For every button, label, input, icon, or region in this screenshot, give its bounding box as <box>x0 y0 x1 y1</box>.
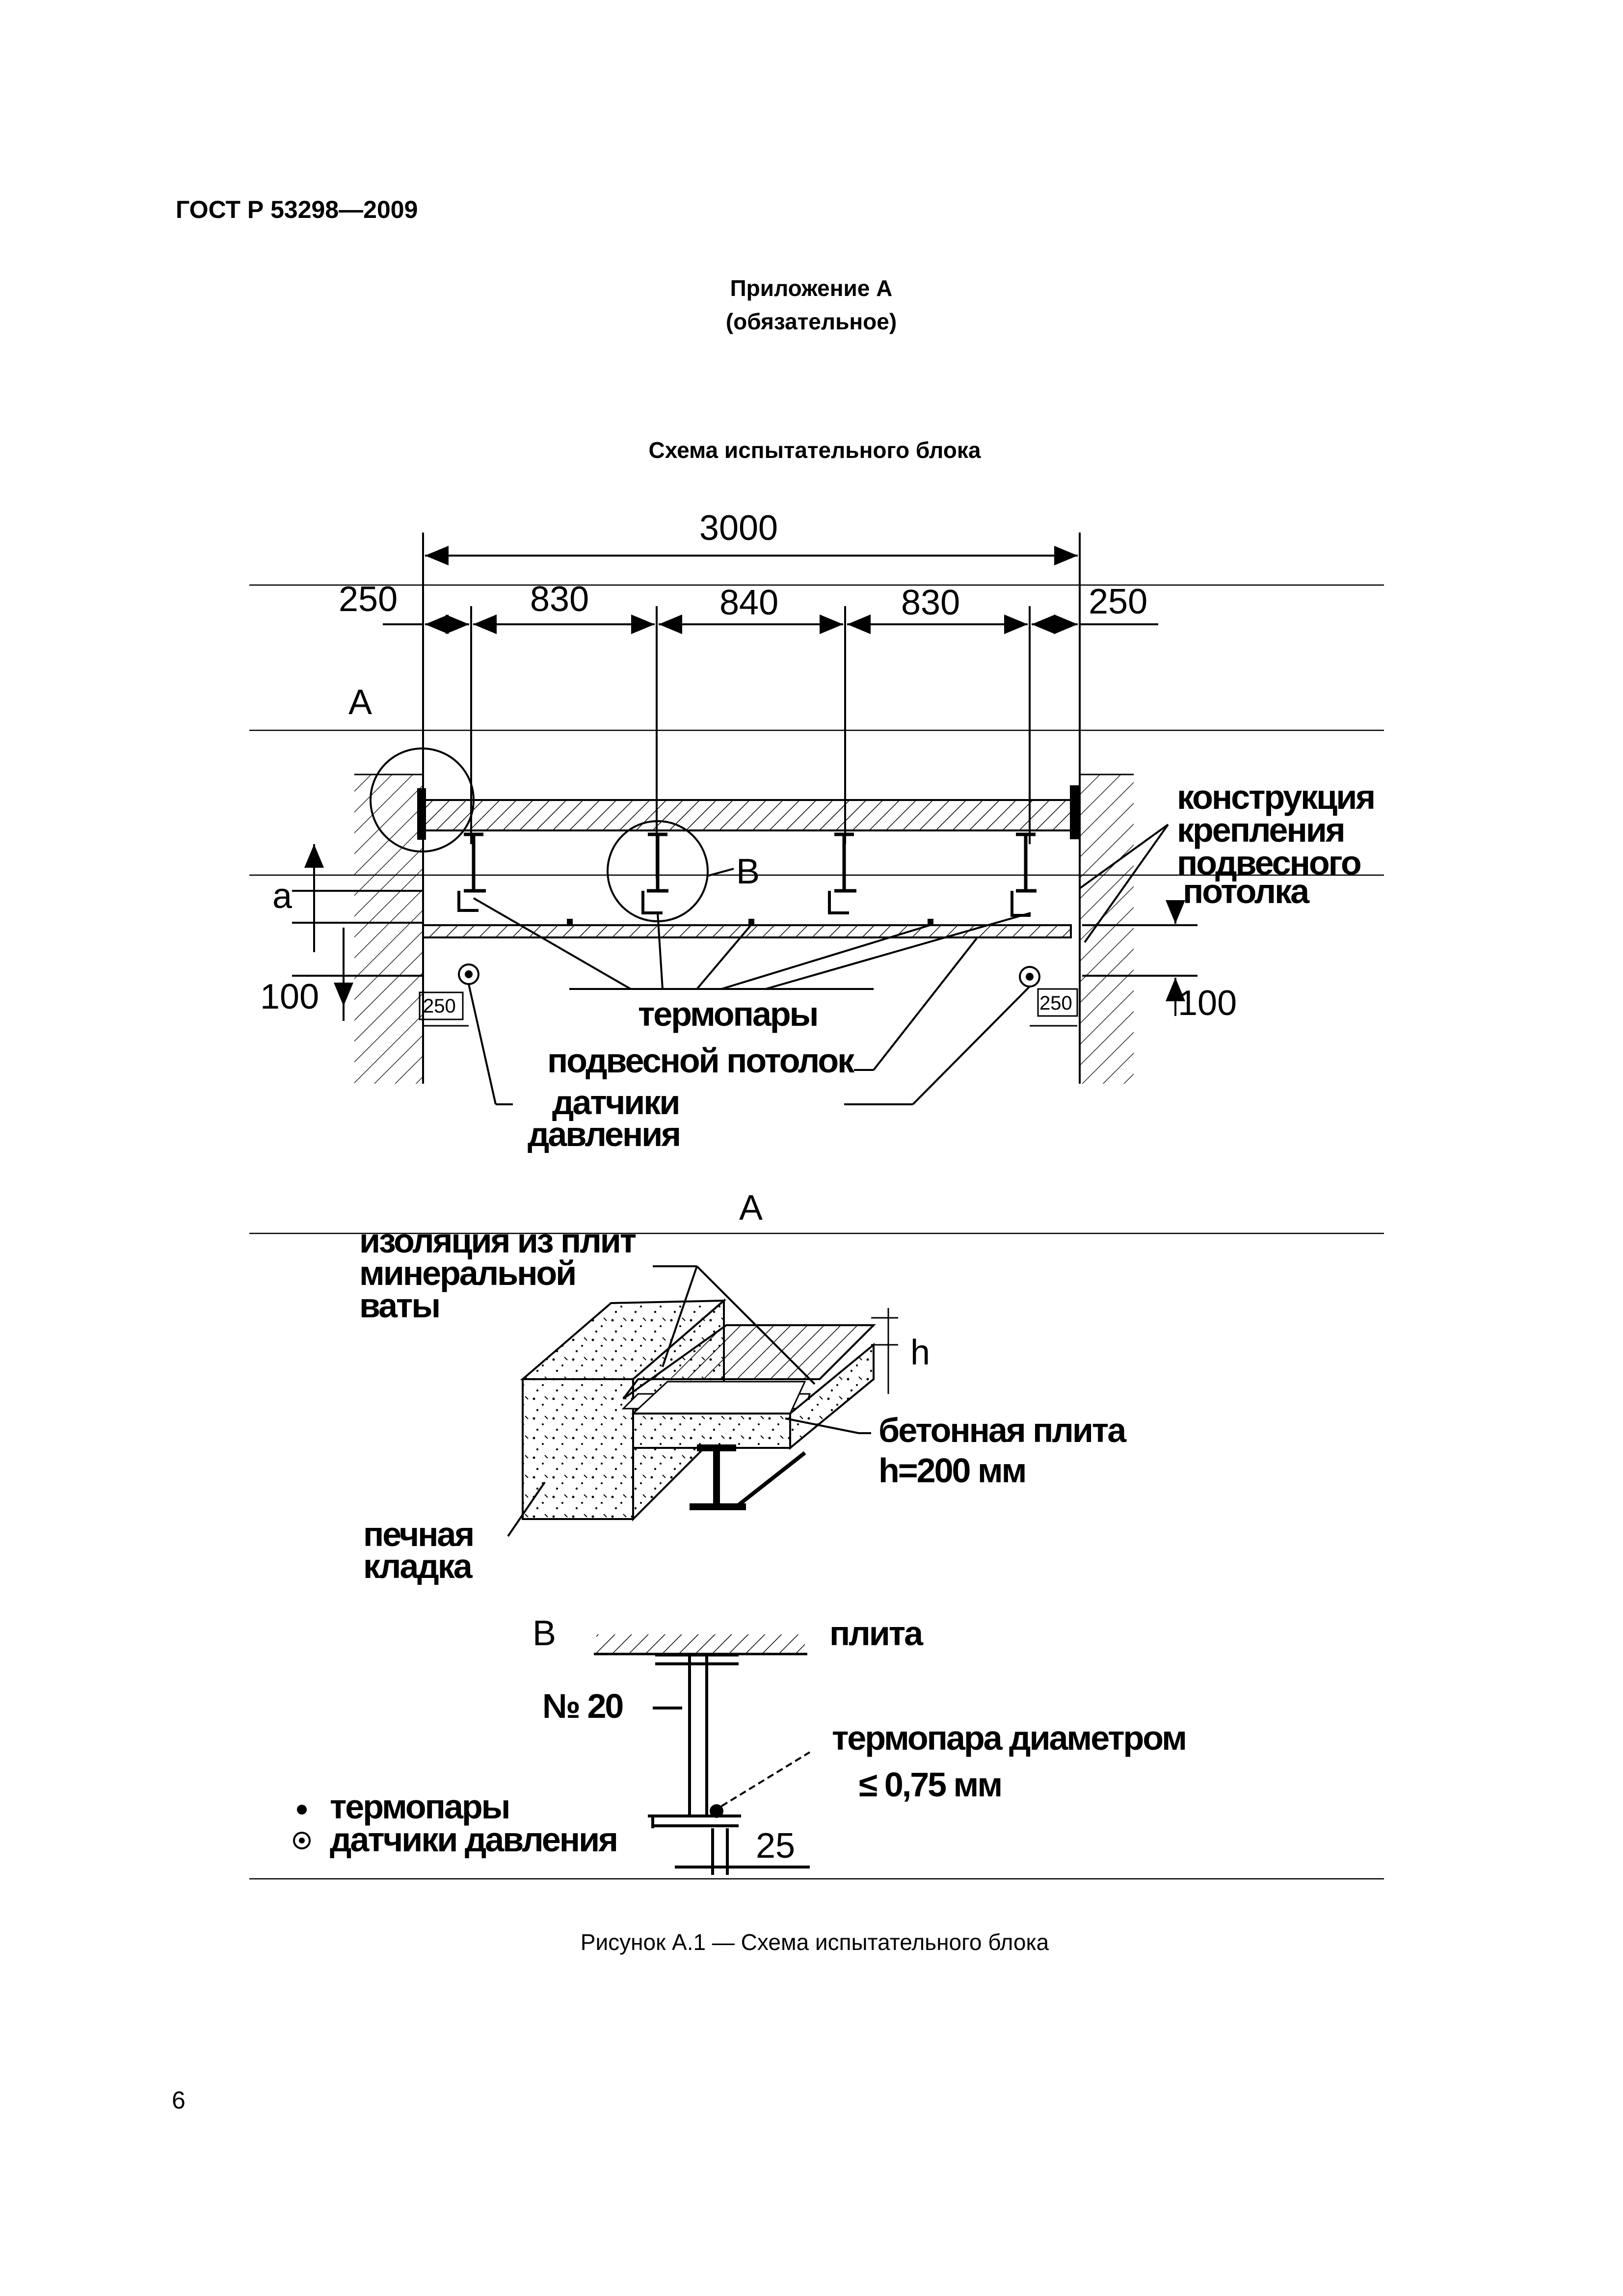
construction-label-4: потолка <box>1183 872 1310 910</box>
wall-left <box>354 774 424 1084</box>
section-rules <box>249 584 1384 1880</box>
thermocouple-diameter-label-1: термопара диаметром <box>832 1719 1186 1757</box>
dim-840: 840 <box>719 583 778 622</box>
thermocouple-diameter-label-2: ≤ 0,75 мм <box>859 1765 1001 1804</box>
h-label: h <box>910 1333 930 1372</box>
slab-support-left <box>417 788 426 840</box>
insulation-label-1: изоляция из плит <box>359 1222 636 1260</box>
detail-A-drawing <box>520 1298 898 1522</box>
dim-250-small-right: 250 <box>1039 992 1072 1014</box>
slab-label: плита <box>829 1614 924 1653</box>
detail-B-slab <box>596 1634 805 1654</box>
dim-250-small-left: 250 <box>423 995 456 1017</box>
detail-B-beam <box>648 1654 810 1875</box>
pressure-sensors-label-2: давления <box>528 1115 680 1153</box>
slab-label-1: бетонная плита <box>878 1411 1127 1449</box>
detail-B-thermocouple <box>710 1804 723 1818</box>
slab-support-right <box>1070 785 1081 839</box>
dim-830-a: 830 <box>530 580 589 619</box>
dim-250-left: 250 <box>339 580 398 619</box>
label-a: а <box>272 877 293 916</box>
dim-100-left: 100 <box>260 977 319 1016</box>
wall-right <box>1079 774 1134 1084</box>
legend-thermocouple-icon <box>297 1805 307 1815</box>
figure-title: Схема испытательного блока <box>648 437 981 463</box>
dims-left <box>292 844 422 1021</box>
leader-lines <box>468 824 1169 1105</box>
standard-number: ГОСТ Р 53298—2009 <box>176 196 418 223</box>
dim-830-b: 830 <box>901 583 960 622</box>
dims-right <box>1082 900 1197 1016</box>
suspended-ceiling-label: подвесной потолок <box>547 1041 855 1080</box>
construction-label-1: конструкция <box>1177 778 1374 816</box>
legend-pressure-sensors: датчики давления <box>330 1820 617 1859</box>
legend: термопары датчики давления <box>293 1788 618 1859</box>
beam-label: № 20 <box>542 1687 623 1725</box>
detail-B-leader <box>720 1751 811 1807</box>
appendix-status: (обязательное) <box>725 309 897 334</box>
appendix-title: Приложение А <box>730 275 893 301</box>
dim-25: 25 <box>756 1826 795 1866</box>
detail-A-leaders <box>507 1265 871 1537</box>
pressure-sensors-label-1: датчики <box>552 1083 679 1121</box>
detail-circle-A <box>370 748 475 853</box>
construction-label-2: крепления <box>1177 811 1344 849</box>
label-A: А <box>348 683 372 722</box>
page-number: 6 <box>172 2086 186 2114</box>
masonry-label-1: печная <box>363 1515 473 1553</box>
construction-label-3: подвесного <box>1177 844 1361 882</box>
thermocouples-label: термопары <box>638 995 817 1033</box>
pressure-sensors <box>458 963 1040 988</box>
thermocouple-points <box>567 919 933 925</box>
masonry-label-2: кладка <box>363 1547 473 1585</box>
label-B: В <box>736 852 760 891</box>
dim-total: 3000 <box>699 508 778 548</box>
hanger-beams <box>464 832 1037 893</box>
slab-label-2: h=200 мм <box>878 1451 1025 1490</box>
dim-250-right: 250 <box>1089 582 1147 621</box>
detail-A-title: А <box>739 1188 763 1228</box>
insulation-label-2: минеральной <box>359 1254 575 1292</box>
detail-B-title: В <box>532 1614 556 1653</box>
ceiling-fixings <box>457 891 1031 917</box>
dim-100-right: 100 <box>1178 984 1237 1023</box>
top-slab <box>422 799 1072 831</box>
legend-pressure-sensor-icon <box>293 1832 311 1849</box>
legend-thermocouples: термопары <box>330 1788 509 1826</box>
insulation-label-3: ваты <box>359 1286 439 1325</box>
figure-caption: Рисунок А.1 — Схема испытательного блока <box>580 1929 1049 1955</box>
